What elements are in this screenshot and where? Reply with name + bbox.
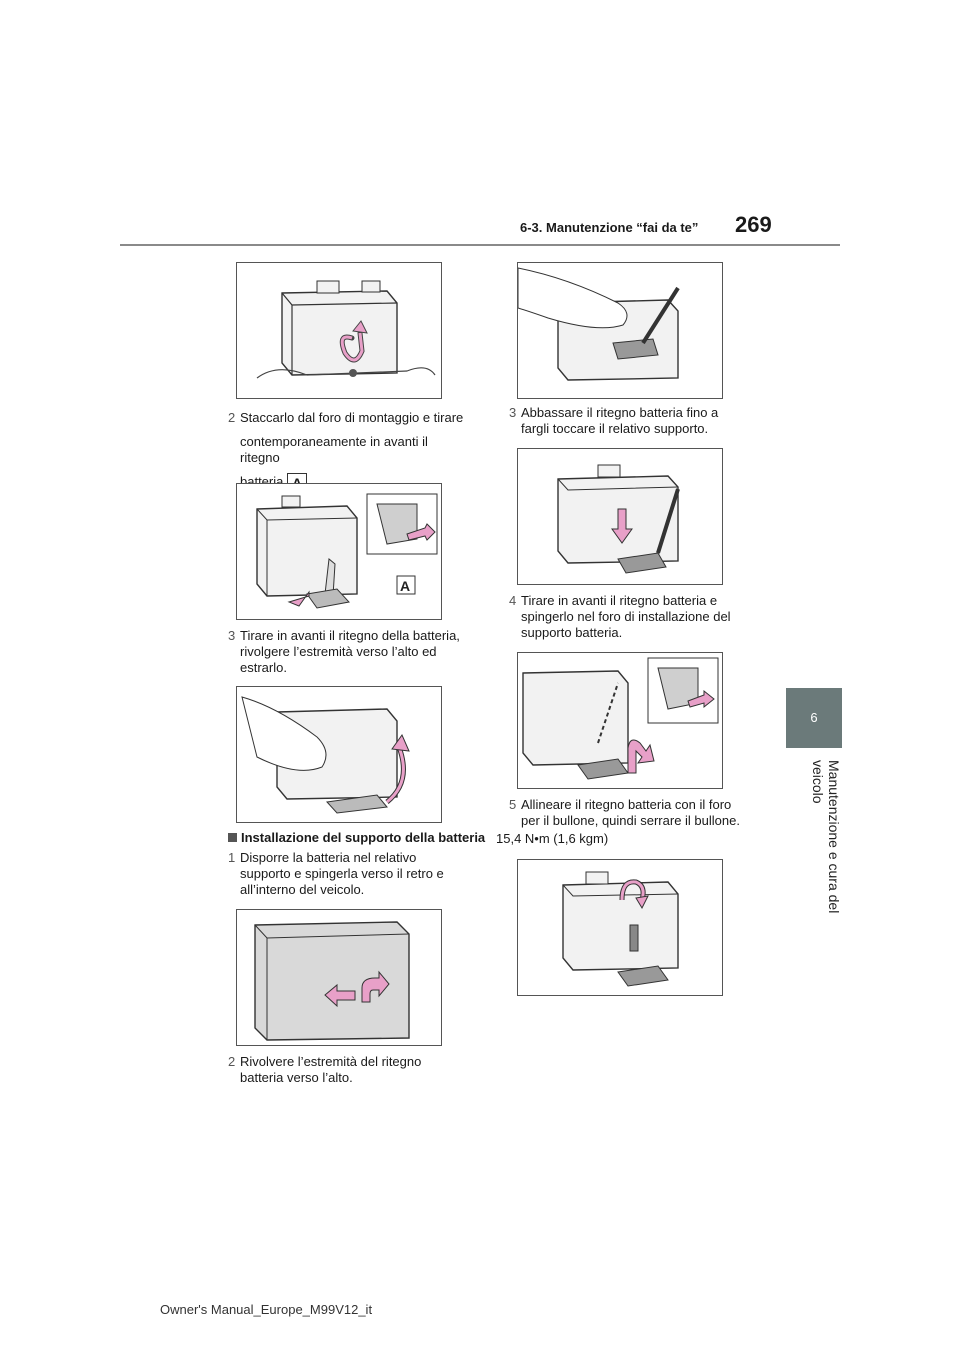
label-a: A	[400, 578, 410, 594]
step-number: 2	[228, 1054, 236, 1069]
figure-tighten-bolt	[517, 859, 723, 996]
step-2-turn-up: 2 Rivolvere l’estremità del ritegno batt…	[228, 1054, 468, 1086]
step-text-line-2: contemporaneamente in avanti il ritegno	[240, 434, 428, 465]
hand-retainer-illustration	[241, 696, 410, 814]
step-2-detach: 2 Staccarlo dal foro di montaggio e tira…	[228, 410, 468, 493]
figure-insert-retainer-hole	[517, 652, 723, 789]
step-number: 1	[228, 850, 236, 865]
step-5-tighten: 5 Allineare il ritegno batteria con il f…	[509, 797, 749, 829]
footer-doc-id: Owner's Manual_Europe_M99V12_it	[160, 1302, 373, 1317]
step-text-line-1: Staccarlo dal foro di montaggio e tirare	[240, 410, 464, 425]
step-1-place: 1 Disporre la batteria nel relativo supp…	[228, 850, 468, 898]
figure-remove-retainer-rotate	[236, 262, 442, 399]
step-3-pull: 3 Tirare in avanti il ritegno della batt…	[228, 628, 468, 676]
step-number: 3	[509, 405, 517, 420]
step-number: 5	[509, 797, 517, 812]
figure-pull-retainer-forward: A	[236, 483, 442, 620]
header-divider	[120, 244, 840, 246]
step-text: Tirare in avanti il ritegno batteria e s…	[521, 593, 731, 640]
figure-lower-retainer-hand	[517, 262, 723, 399]
figure-push-battery-back	[236, 909, 442, 1046]
battery-retainer-illustration: A	[256, 493, 438, 609]
section-title: 6-3. Manutenzione “fai da te”	[520, 220, 699, 235]
torque-value: 15,4 N•m (1,6 kgm)	[496, 831, 609, 846]
step-text: Tirare in avanti il ritegno della batter…	[240, 628, 460, 675]
battery-illustration	[256, 280, 436, 379]
step-3-lower: 3 Abbassare il ritegno batteria fino a f…	[509, 405, 749, 437]
square-bullet-icon	[228, 833, 237, 842]
chapter-tab: 6	[786, 688, 842, 748]
page-number: 269	[735, 212, 772, 237]
step-text: Abbassare il ritegno batteria fino a far…	[521, 405, 719, 436]
figure-lower-retainer-arrow	[517, 448, 723, 585]
retainer-down-illustration	[557, 464, 680, 574]
retainer-insert-illustration	[522, 657, 719, 780]
step-text: Disporre la batteria nel relativo suppor…	[240, 850, 444, 897]
subheading-install-support: Installazione del supporto della batteri…	[228, 830, 488, 845]
step-number: 2	[228, 410, 236, 425]
figure-rotate-retainer-up	[236, 686, 442, 823]
chapter-title: Manutenzione e cura del veicolo	[810, 760, 842, 914]
hand-lower-retainer-illustration	[518, 267, 680, 381]
step-number: 3	[228, 628, 236, 643]
battery-push-illustration	[254, 921, 410, 1041]
step-4-push-in: 4 Tirare in avanti il ritegno batteria e…	[509, 593, 749, 641]
step-number: 4	[509, 593, 517, 608]
step-text: Allineare il ritegno batteria con il for…	[521, 797, 740, 828]
bolt-tighten-illustration	[562, 871, 679, 987]
step-text: Rivolvere l’estremità del ritegno batter…	[240, 1054, 422, 1085]
